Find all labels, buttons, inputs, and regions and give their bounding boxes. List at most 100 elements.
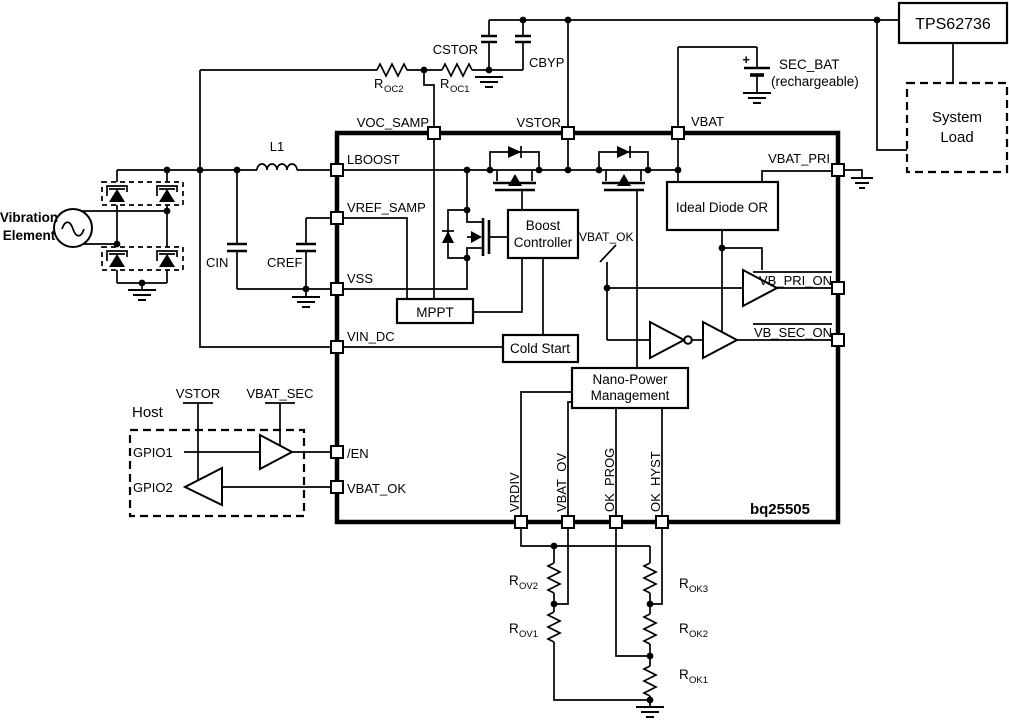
ground-vbat-pri xyxy=(851,177,873,189)
nano-label-2: Management xyxy=(591,388,670,403)
ground-bridge xyxy=(128,289,156,301)
cin-label: CIN xyxy=(206,255,228,270)
pin-vbat xyxy=(671,126,685,140)
ideal-diode-or-label: Ideal Diode OR xyxy=(676,200,769,215)
inverter-bubble-icon xyxy=(683,335,693,345)
sec-bat-label-2: (rechargeable) xyxy=(771,74,859,89)
vrdiv-label: VRDIV xyxy=(507,472,522,512)
tps62736-box xyxy=(897,1,1009,45)
battery-plus-label: + xyxy=(742,52,750,67)
bridge-diodes xyxy=(106,185,178,267)
wires xyxy=(76,19,954,707)
part-number-label: bq25505 xyxy=(750,501,810,518)
en-label: /EN xyxy=(347,446,369,461)
gpio1-label: GPIO1 xyxy=(133,445,173,460)
bridge-bottom-dashed-box xyxy=(101,246,184,271)
vstor-label: VSTOR xyxy=(516,115,561,130)
labels: Vibration Element L1 CIN CREF CSTOR CBYP… xyxy=(0,16,991,686)
vss-label: VSS xyxy=(347,271,373,286)
pin-en xyxy=(330,445,344,459)
rok1-label: R xyxy=(679,667,689,682)
ground-battery xyxy=(743,92,771,104)
pin-vbat-pri xyxy=(831,163,845,177)
active-low-overlines xyxy=(753,271,832,325)
rok1-sub: OK1 xyxy=(689,675,708,686)
system-load-label-2: Load xyxy=(940,129,973,146)
pin-vbat-ov xyxy=(561,515,575,529)
rok2-label: R xyxy=(679,621,689,636)
pin-ok-prog xyxy=(609,515,623,529)
pin-ok-hyst xyxy=(655,515,669,529)
inverter-icon xyxy=(649,320,687,360)
nano-power-box xyxy=(570,366,690,410)
ground-symbols xyxy=(128,76,873,718)
mppt-label: MPPT xyxy=(416,305,454,320)
sec-bat-label-1: SEC_BAT xyxy=(779,57,840,72)
vb-pri-on-label: VB_PRI_ON xyxy=(759,273,832,288)
host-vbatok-buffer-icon xyxy=(182,466,223,507)
mppt-box xyxy=(395,297,475,325)
rov1-label: R xyxy=(509,621,519,636)
roc1-sub: OC1 xyxy=(450,84,470,95)
rok2-sub: OK2 xyxy=(689,629,708,640)
ideal-diode-or-box xyxy=(665,180,780,232)
vin-dc-label: VIN_DC xyxy=(347,329,395,344)
vb-sec-on-label: VB_SEC_ON xyxy=(754,325,832,340)
cbyp-label: CBYP xyxy=(529,55,564,70)
system-load-dashed-box xyxy=(905,81,1009,174)
pin-voc-samp xyxy=(427,126,441,140)
vbat-ov-label: VBAT_OV xyxy=(554,453,569,512)
lboost-label: LBOOST xyxy=(347,152,400,167)
cstor-label: CSTOR xyxy=(433,42,478,57)
gpio2-label: GPIO2 xyxy=(133,480,173,495)
ground-cstor xyxy=(475,76,503,88)
rov2-sub: OV2 xyxy=(519,581,538,592)
l1-label: L1 xyxy=(270,139,284,154)
system-load-label-1: System xyxy=(932,109,982,126)
pin-vstor xyxy=(561,126,575,140)
pin-vb-pri-on xyxy=(831,281,845,295)
ground-bottom xyxy=(636,706,664,718)
vibration-label-1: Vibration xyxy=(0,210,58,225)
roc1-label: R xyxy=(440,76,449,91)
voc-samp-label: VOC_SAMP xyxy=(357,115,429,130)
vref-samp-label: VREF_SAMP xyxy=(347,200,426,215)
vbat-pri-label: VBAT_PRI xyxy=(768,151,830,166)
vbat-ok-pin-label: VBAT_OK xyxy=(347,481,406,496)
rov2-label: R xyxy=(509,573,519,588)
pin-vss xyxy=(330,282,344,296)
pin-vin-dc xyxy=(330,340,344,354)
host-title: Host xyxy=(132,404,164,421)
pin-lboost xyxy=(330,163,344,177)
boost-label-2: Controller xyxy=(514,235,573,250)
cold-start-box xyxy=(501,333,580,364)
cold-start-label: Cold Start xyxy=(510,341,570,356)
roc2-label: R xyxy=(374,76,383,91)
boost-controller-box xyxy=(506,208,580,260)
boost-label-1: Boost xyxy=(526,218,561,233)
vibration-label-2: Element xyxy=(3,228,56,243)
host-en-buffer-icon xyxy=(259,433,295,471)
bridge-top-dashed-box xyxy=(101,181,184,206)
ok-hyst-label: OK_HYST xyxy=(648,451,663,512)
tps62736-label: TPS62736 xyxy=(915,16,991,33)
rov1-sub: OV1 xyxy=(519,629,538,640)
ic-outline-bq25505 xyxy=(334,130,841,525)
mosfet-details xyxy=(442,146,631,243)
ground-cref xyxy=(292,296,320,308)
rok3-sub: OK3 xyxy=(689,584,708,595)
junction-dots xyxy=(113,16,881,704)
vb-pri-on-buffer-icon xyxy=(742,268,780,308)
pin-vb-sec-on xyxy=(831,333,845,347)
ic-pins xyxy=(330,126,845,529)
diode-bridge xyxy=(101,181,184,271)
vb-sec-on-buffer-icon xyxy=(702,320,740,360)
host-vbat-sec-label: VBAT_SEC xyxy=(247,386,314,401)
pin-vbat-ok xyxy=(330,480,344,494)
host-vstor-label: VSTOR xyxy=(176,386,221,401)
ac-source-icon xyxy=(53,208,93,248)
rok3-label: R xyxy=(679,576,689,591)
ok-prog-label: OK_PROG xyxy=(602,448,617,512)
nano-label-1: Nano-Power xyxy=(592,372,668,387)
